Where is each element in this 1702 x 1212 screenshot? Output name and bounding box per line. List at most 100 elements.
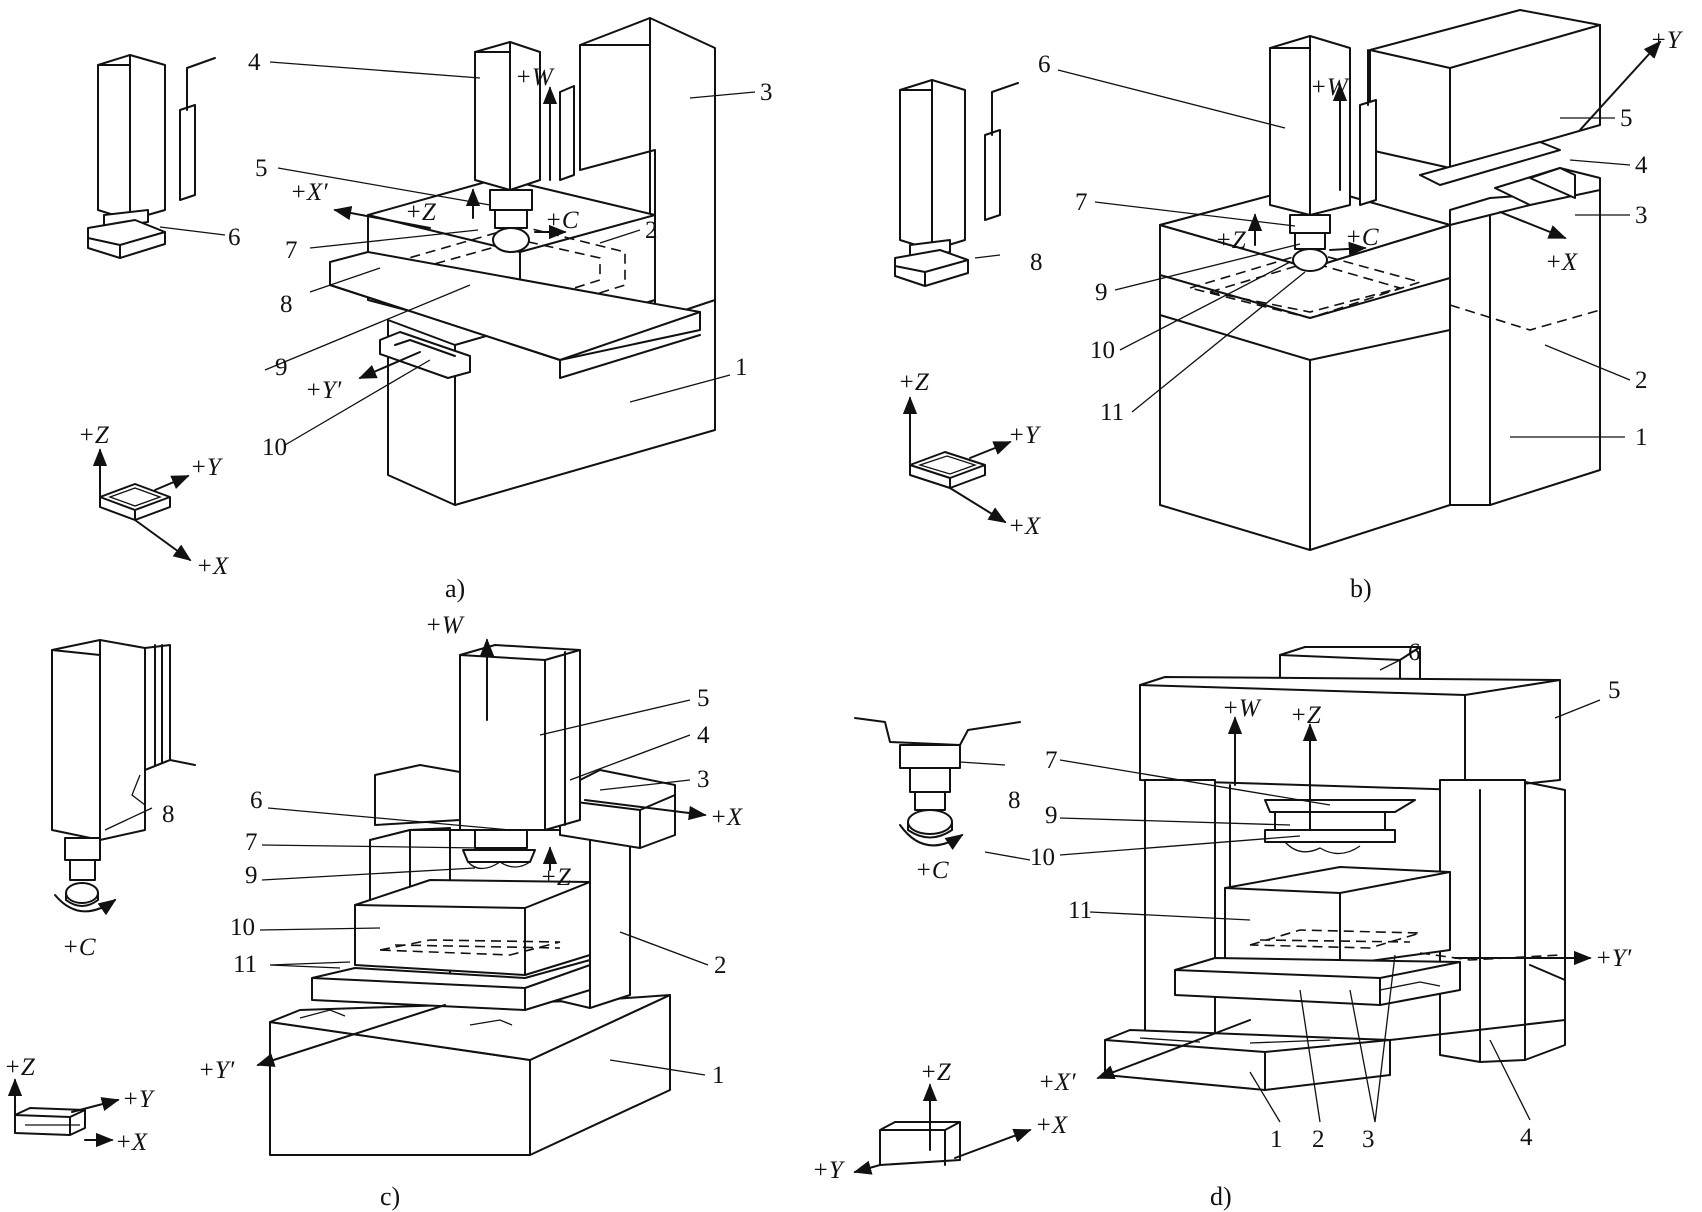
d-inset-c: +C: [915, 857, 949, 884]
c-electrode: [462, 829, 536, 870]
b-axis-z: +Z: [1215, 227, 1247, 254]
d-callout-6: 6: [1408, 639, 1421, 666]
a-callout-4: 4: [248, 49, 261, 76]
b-ram: [1369, 9, 1601, 186]
d-axis-z: +Z: [1290, 702, 1322, 729]
b-callout-5: 5: [1620, 105, 1633, 132]
c-table: [311, 959, 591, 1011]
a-work-table: [329, 251, 701, 379]
b-electrode: [1289, 214, 1331, 272]
d-callout-1: 1: [1270, 1126, 1283, 1153]
a-electrode: [489, 189, 533, 253]
d-work-tank: [1224, 866, 1561, 966]
panel-d: +W +Z +Y′ +X′ +C +Z +X +Y 1 2 3: [812, 639, 1632, 1211]
c-work-tank: [354, 879, 591, 976]
d-callout-9: 9: [1045, 802, 1058, 829]
b-inset-spindle: [894, 79, 1019, 287]
c-callout-2: 2: [714, 952, 727, 979]
b-triad-y: +Y: [1008, 422, 1042, 449]
a-axis-w: +W: [515, 64, 555, 91]
a-axis-yp: +Y′: [305, 377, 342, 404]
b-axis-w: +W: [1310, 74, 1350, 101]
panel-b: +W +Z +C +Y +X +Z +Y +X 1 2 3: [894, 9, 1684, 603]
c-axis-z: +Z: [540, 864, 572, 891]
c-axis-triad: +Z +Y +X: [4, 1054, 156, 1156]
b-callout-11: 11: [1100, 399, 1124, 426]
d-callout-7: 7: [1045, 747, 1058, 774]
d-triad-x: +X: [1035, 1112, 1069, 1139]
c-axis-x: +X: [710, 804, 744, 831]
a-callout-3: 3: [760, 79, 773, 106]
c-inset-spindle: +C: [51, 639, 196, 961]
a-callout-2: 2: [645, 217, 658, 244]
b-spindle-head: [1269, 35, 1377, 216]
d-axis-triad: +Z +X +Y: [812, 1059, 1069, 1184]
caption-b: b): [1350, 574, 1372, 603]
a-axis-c: +C: [545, 207, 579, 234]
c-inset-c: +C: [62, 934, 96, 961]
caption-c: c): [380, 1182, 400, 1211]
d-triad-z: +Z: [920, 1059, 952, 1086]
d-inset-spindle: +C: [854, 717, 1021, 884]
a-callout-6: 6: [228, 224, 241, 251]
c-axis-yp: +Y′: [198, 1057, 235, 1084]
d-callout-3: 3: [1362, 1126, 1375, 1153]
b-callout-1: 1: [1635, 424, 1648, 451]
caption-a: a): [445, 574, 465, 603]
a-callout-8: 8: [280, 291, 293, 318]
b-callout-9: 9: [1095, 279, 1108, 306]
c-bed: [269, 994, 671, 1156]
d-callout-10: 10: [1030, 844, 1055, 871]
a-saddle: [379, 331, 471, 379]
c-callout-7: 7: [245, 829, 258, 856]
a-axis-triad: +Z +Y +X: [78, 422, 230, 580]
a-inset-spindle: [87, 54, 216, 259]
d-callout-5: 5: [1608, 677, 1621, 704]
b-axis-x: +X: [1545, 249, 1579, 276]
c-callout-4: 4: [697, 722, 710, 749]
c-callout-10: 10: [230, 914, 255, 941]
b-callout-6: 6: [1038, 51, 1051, 78]
d-callout-4: 4: [1520, 1124, 1533, 1151]
c-head-housing: [374, 764, 676, 849]
b-callout-4: 4: [1635, 152, 1648, 179]
c-triad-z: +Z: [4, 1054, 36, 1081]
b-column: [1449, 167, 1601, 506]
d-table: [1174, 957, 1461, 1006]
b-axis-triad: +Z +Y +X: [898, 369, 1042, 540]
a-axis-z: +Z: [405, 199, 437, 226]
b-axis-y: +Y: [1650, 27, 1684, 54]
panel-a: +W +Z +C +X′ +Y′ +Z +Y +X 1 2: [78, 17, 773, 603]
c-axis-w: +W: [425, 612, 465, 639]
caption-d: d): [1210, 1182, 1232, 1211]
d-callout-2: 2: [1312, 1126, 1325, 1153]
c-callout-3: 3: [697, 766, 710, 793]
b-callout-3: 3: [1635, 202, 1648, 229]
d-callout-8: 8: [1008, 787, 1021, 814]
c-callout-6: 6: [250, 787, 263, 814]
a-callout-9: 9: [275, 354, 288, 381]
a-triad-y: +Y: [190, 454, 224, 481]
a-spindle-head: [474, 41, 575, 191]
a-callout-1: 1: [735, 354, 748, 381]
a-triad-x: +X: [196, 553, 230, 580]
d-callout-11: 11: [1068, 897, 1092, 924]
c-callout-11: 11: [233, 951, 257, 978]
c-callout-5: 5: [697, 685, 710, 712]
c-ram: [459, 644, 581, 831]
a-triad-z: +Z: [78, 422, 110, 449]
d-bed: [1104, 964, 1566, 1091]
panel-c: +W +Z +X +Y′ +C +Z +Y +X: [4, 612, 744, 1211]
c-callout-8: 8: [162, 801, 175, 828]
c-callout-9: 9: [245, 862, 258, 889]
d-spindle: [1264, 799, 1416, 855]
b-callout-2: 2: [1635, 367, 1648, 394]
a-callout-7: 7: [285, 237, 298, 264]
a-callout-5: 5: [255, 155, 268, 182]
a-axis-xp: +X′: [290, 179, 328, 206]
a-callout-10: 10: [262, 434, 287, 461]
b-callout-7: 7: [1075, 189, 1088, 216]
b-callout-10: 10: [1090, 337, 1115, 364]
c-callout-1: 1: [712, 1062, 725, 1089]
